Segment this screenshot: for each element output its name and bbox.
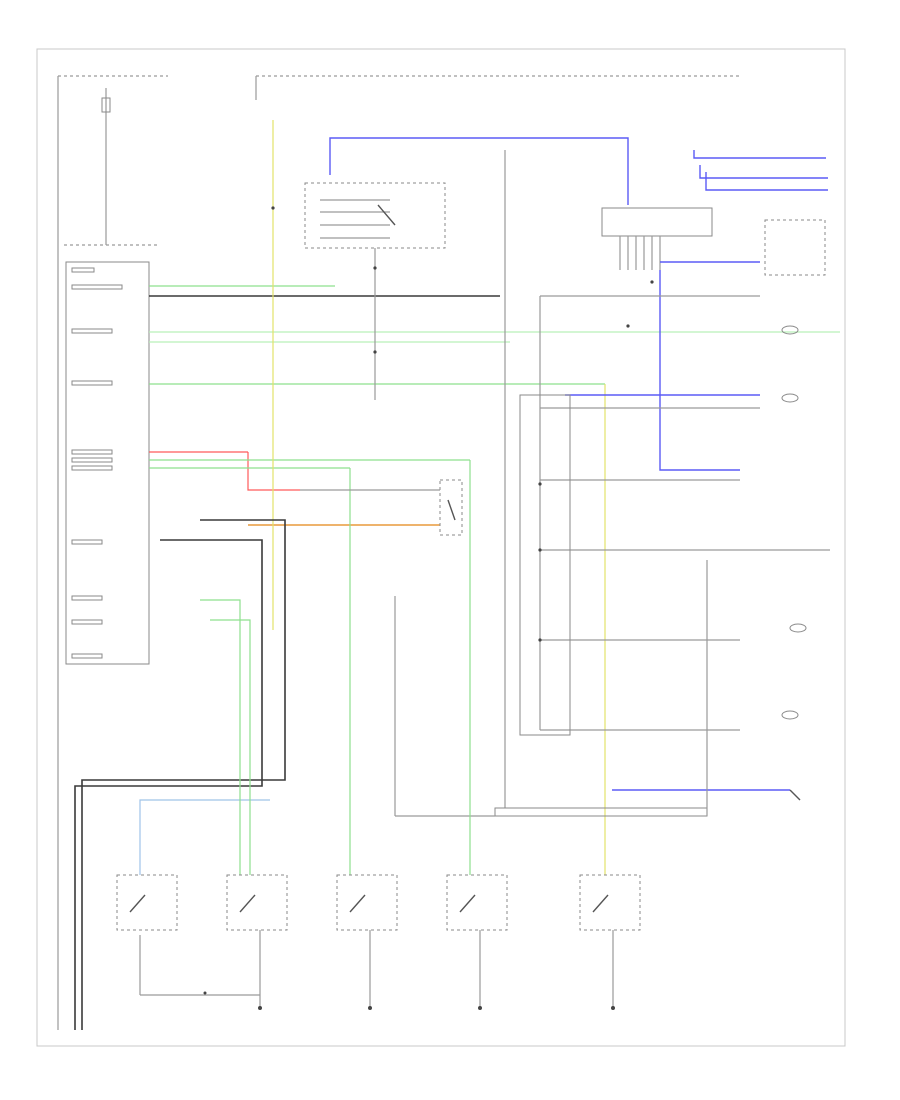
bottom-enclosure (394, 560, 708, 817)
blue-wires-right (565, 150, 828, 791)
door-switch-2 (226, 874, 288, 931)
control-module-pins (71, 267, 123, 659)
door-switch-1 (116, 874, 178, 931)
lock-switch-center (300, 479, 463, 536)
power-bus-lines (57, 75, 740, 1030)
relay-box-center (304, 182, 446, 249)
blue-wire-top (329, 137, 629, 205)
junction-dots (271, 206, 654, 642)
ground-wires (203, 930, 615, 1010)
dark-wires-bottom (74, 460, 471, 1030)
door-switch-5 (579, 874, 641, 931)
fuse-left (101, 88, 111, 245)
door-switch-3 (336, 874, 398, 931)
door-switch-4 (446, 874, 508, 931)
right-side-loads (519, 295, 830, 801)
connector-block-right (601, 207, 713, 270)
switch-box-right-top (764, 219, 826, 276)
module-output-wires (149, 285, 840, 526)
control-module-box (65, 261, 150, 665)
diagram-frame (36, 48, 846, 1047)
